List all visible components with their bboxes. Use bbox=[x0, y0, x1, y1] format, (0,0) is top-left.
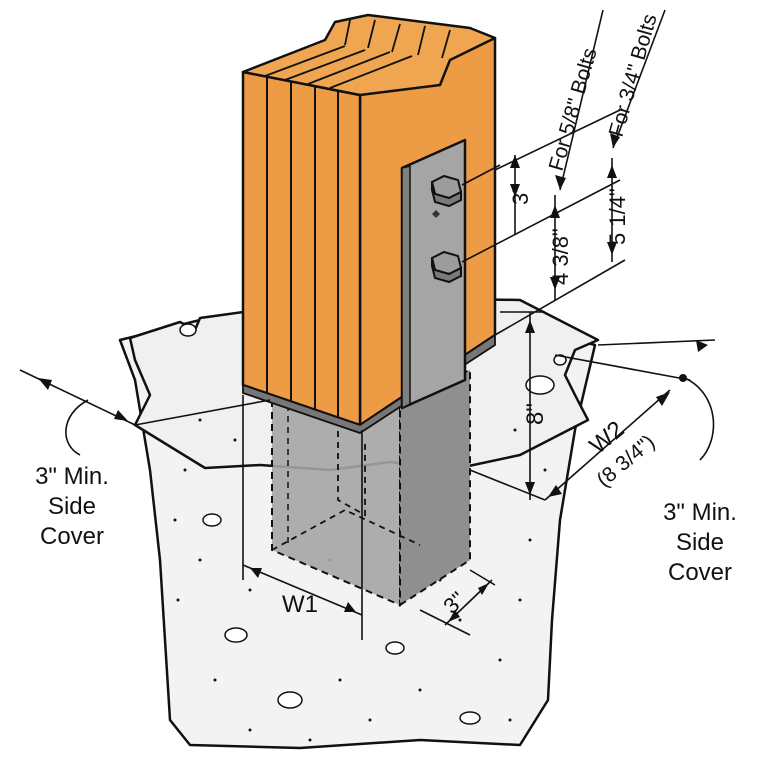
right-cover-line-1: 3" Min. bbox=[663, 499, 737, 526]
wood-laminations bbox=[266, 77, 339, 417]
dim-438-label: 4 3/8" bbox=[548, 228, 573, 285]
embedded-steel-side bbox=[399, 368, 471, 607]
left-cover-leader bbox=[65, 399, 89, 456]
hex-bolt-icon bbox=[430, 250, 463, 284]
right-cover-leader bbox=[684, 377, 715, 461]
bolt-58-label: For 5/8" Bolts bbox=[545, 45, 602, 173]
left-cover-line-2: Side bbox=[48, 493, 96, 520]
dim-514-label: 5 1/4" bbox=[605, 188, 630, 245]
bolt-34-label: For 3/4" Bolts bbox=[605, 11, 662, 139]
right-cover-line-3: Cover bbox=[668, 559, 732, 586]
right-cover-line-2: Side bbox=[676, 529, 724, 556]
embedded-steel-bottom-fold bbox=[271, 508, 421, 551]
embedded-steel-inner bbox=[337, 420, 366, 517]
dimension-arrows bbox=[38, 133, 708, 622]
concrete-aggregate bbox=[179, 323, 567, 725]
wood-top-grain bbox=[264, 19, 451, 89]
dim-3-top-label: 3" bbox=[508, 185, 533, 205]
base-plate bbox=[242, 333, 496, 434]
hex-bolt-icon bbox=[430, 174, 463, 208]
wood-post-top bbox=[241, 13, 497, 97]
pilot-hole bbox=[432, 210, 440, 218]
right-cover-dot bbox=[679, 374, 687, 382]
concrete-dots bbox=[173, 348, 547, 742]
wood-post-front bbox=[241, 70, 362, 427]
dim-8-label: 8" bbox=[522, 403, 549, 425]
left-cover-line-1: 3" Min. bbox=[35, 463, 109, 490]
w1-label: W1 bbox=[282, 591, 318, 618]
left-cover-line-3: Cover bbox=[40, 523, 104, 550]
